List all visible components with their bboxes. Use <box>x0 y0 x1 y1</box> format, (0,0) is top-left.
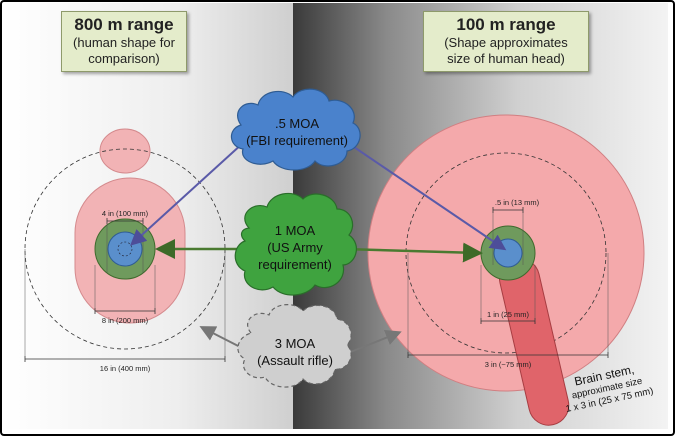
arrow-one-moa-to-right <box>342 242 483 263</box>
right-target-group: .5 in (13 mm) 1 in (25 mm) 3 in (~75 mm) <box>367 114 645 426</box>
right-title: 100 m range <box>456 15 556 34</box>
cloud-one-moa-line2: (US Army <box>267 240 323 255</box>
left-title: 800 m range <box>74 15 174 34</box>
cloud-three-moa-line1: 3 MOA <box>275 336 316 351</box>
cloud-one-moa-line3: requirement) <box>258 257 332 272</box>
right-inner-ring <box>493 238 523 268</box>
cloud-half-moa-line2: (FBI requirement) <box>246 133 348 148</box>
cloud-half-moa: .5 MOA (FBI requirement) <box>230 88 361 171</box>
left-dimension-8in: 8 in (200 mm) <box>102 316 149 325</box>
left-title-box: 800 m range (human shape for comparison) <box>61 11 187 72</box>
arrow-half-moa-to-left <box>130 142 244 246</box>
cloud-one-moa: 1 MOA (US Army requirement) <box>234 192 358 296</box>
right-subtitle-line2: size of human head) <box>447 51 565 66</box>
moa-comparison-diagram: 4 in (100 mm) 8 in (200 mm) 16 in (400 m… <box>24 88 654 426</box>
cloud-three-moa-line2: (Assault rifle) <box>257 353 333 368</box>
cloud-half-moa-line1: .5 MOA <box>275 116 319 131</box>
left-dimension-4in: 4 in (100 mm) <box>102 209 149 218</box>
right-dimension-half-in: .5 in (13 mm) <box>495 198 540 207</box>
cloud-one-moa-line1: 1 MOA <box>275 223 316 238</box>
diagram-frame: 4 in (100 mm) 8 in (200 mm) 16 in (400 m… <box>3 3 668 429</box>
left-dimension-16in: 16 in (400 mm) <box>100 364 151 373</box>
human-head-shape <box>99 128 151 174</box>
left-inner-ring <box>107 231 143 267</box>
right-title-box: 100 m range (Shape approximates size of … <box>423 11 589 72</box>
right-dimension-1in: 1 in (25 mm) <box>487 310 530 319</box>
left-subtitle-line2: comparison) <box>88 51 160 66</box>
arrow-half-moa-to-right <box>347 142 507 251</box>
right-subtitle-line1: (Shape approximates <box>444 35 568 50</box>
left-center-dashed <box>117 241 133 257</box>
cloud-three-moa: 3 MOA (Assault rifle) <box>237 304 352 388</box>
right-dimension-3in: 3 in (~75 mm) <box>485 360 532 369</box>
arrow-three-moa-to-right <box>347 330 402 354</box>
left-subtitle-line1: (human shape for <box>73 35 175 50</box>
left-target-group: 4 in (100 mm) 8 in (200 mm) 16 in (400 m… <box>24 128 226 373</box>
